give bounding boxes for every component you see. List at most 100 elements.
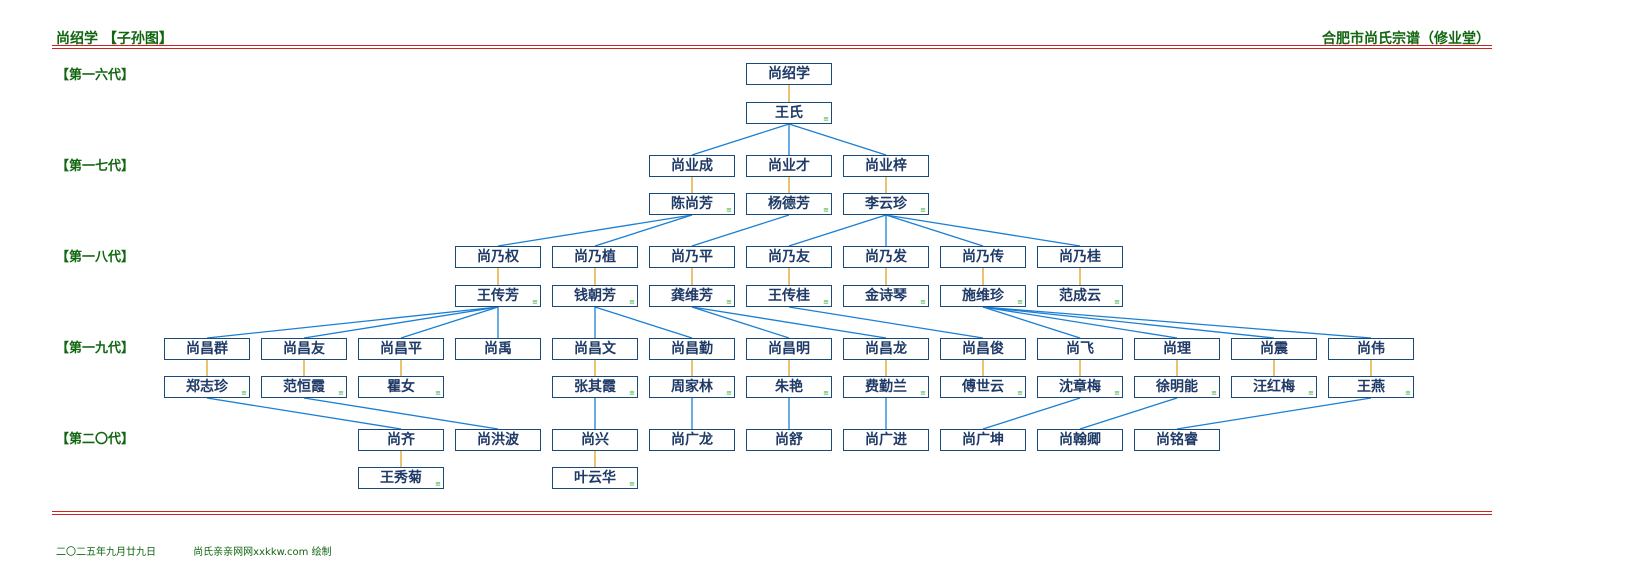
spouse-mark-icon: ≡ [726,298,732,306]
spouse-box[interactable]: 汪红梅≡ [1231,376,1317,398]
generation-label-19: 【第一九代】 [56,341,135,356]
descent-link [982,397,1081,430]
person-name: 尚业梓 [865,158,907,174]
spouse-box[interactable]: 施维珍≡ [940,285,1026,307]
descent-link [788,214,887,247]
spouse-box[interactable]: 王传芳≡ [455,285,541,307]
spouse-box[interactable]: 张其霞≡ [552,376,638,398]
descent-link [206,397,402,430]
footer-rule-bottom [52,514,1492,515]
person-name: 尚洪波 [477,432,519,448]
person-box[interactable]: 尚齐 [358,429,444,451]
person-box[interactable]: 尚昌俊 [940,338,1026,360]
person-name: 王传桂 [768,288,810,304]
person-name: 王氏 [775,105,803,121]
spouse-box[interactable]: 范成云≡ [1037,285,1123,307]
footer-rule-top [52,511,1492,512]
person-box[interactable]: 尚飞 [1037,338,1123,360]
spouse-box[interactable]: 钱朝芳≡ [552,285,638,307]
person-box[interactable]: 尚广龙 [649,429,735,451]
person-name: 陈尚芳 [671,196,713,212]
person-box[interactable]: 尚昌平 [358,338,444,360]
spouse-mark-icon: ≡ [726,389,732,397]
person-box[interactable]: 尚昌明 [746,338,832,360]
spouse-box[interactable]: 朱艳≡ [746,376,832,398]
person-box[interactable]: 尚乃桂 [1037,246,1123,268]
genealogy-title: 合肥市尚氏宗谱（修业堂） [1322,31,1490,47]
person-box[interactable]: 尚昌文 [552,338,638,360]
person-box[interactable]: 尚广进 [843,429,929,451]
person-name: 尚齐 [387,432,415,448]
person-box[interactable]: 尚乃植 [552,246,638,268]
person-name: 瞿女 [387,379,415,395]
descent-link [691,306,887,339]
spouse-box[interactable]: 陈尚芳≡ [649,193,735,215]
spouse-box[interactable]: 杨德芳≡ [746,193,832,215]
spouse-box[interactable]: 龚维芳≡ [649,285,735,307]
person-box[interactable]: 尚翰卿 [1037,429,1123,451]
descent-link [206,306,499,339]
spouse-mark-icon: ≡ [823,298,829,306]
person-box[interactable]: 尚兴 [552,429,638,451]
spouse-box[interactable]: 叶云华≡ [552,467,638,489]
descent-link [982,306,1178,339]
spouse-box[interactable]: 王燕≡ [1328,376,1414,398]
person-box[interactable]: 尚洪波 [455,429,541,451]
person-box[interactable]: 尚乃平 [649,246,735,268]
person-name: 尚乃发 [865,249,907,265]
person-name: 尚业成 [671,158,713,174]
person-box[interactable]: 尚昌群 [164,338,250,360]
person-box[interactable]: 尚业才 [746,155,832,177]
spouse-box[interactable]: 傅世云≡ [940,376,1026,398]
person-name: 尚乃桂 [1059,249,1101,265]
spouse-mark-icon: ≡ [241,389,247,397]
descent-link [982,306,1372,339]
spouse-box[interactable]: 李云珍≡ [843,193,929,215]
spouse-box[interactable]: 王传桂 ≡ [746,285,832,307]
spouse-box[interactable]: 郑志珍≡ [164,376,250,398]
spouse-mark-icon: ≡ [920,298,926,306]
person-name: 尚翰卿 [1059,432,1101,448]
spouse-box[interactable]: 王氏≡ [746,102,832,124]
generation-label-17: 【第一七代】 [56,159,135,174]
footer: 二〇二五年九月廿九日 尚氏亲亲网网xxkkw.com 绘制 [56,543,366,558]
spouse-box[interactable]: 范恒霞≡ [261,376,347,398]
spouse-box[interactable]: 徐明能≡ [1134,376,1220,398]
person-box[interactable]: 尚震 [1231,338,1317,360]
spouse-mark-icon: ≡ [823,206,829,214]
spouse-mark-icon: ≡ [1017,389,1023,397]
descent-link [885,214,984,247]
descent-link [303,397,499,430]
person-box[interactable]: 尚昌勤 [649,338,735,360]
person-box[interactable]: 尚铭睿 [1134,429,1220,451]
person-name: 尚广坤 [962,432,1004,448]
person-box[interactable]: 尚舒 [746,429,832,451]
spouse-mark-icon: ≡ [338,389,344,397]
spouse-box[interactable]: 瞿女≡ [358,376,444,398]
spouse-box[interactable]: 费勤兰≡ [843,376,929,398]
person-name: 尚乃传 [962,249,1004,265]
person-name: 尚伟 [1357,341,1385,357]
person-box[interactable]: 尚广坤 [940,429,1026,451]
spouse-box[interactable]: 王秀菊≡ [358,467,444,489]
person-box[interactable]: 尚乃发 [843,246,929,268]
person-box[interactable]: 尚理 [1134,338,1220,360]
person-box[interactable]: 尚昌友 [261,338,347,360]
person-box[interactable]: 尚乃传 [940,246,1026,268]
descent-link [594,306,693,339]
person-box[interactable]: 尚乃友 [746,246,832,268]
person-box[interactable]: 尚伟 [1328,338,1414,360]
person-box[interactable]: 尚昌龙 [843,338,929,360]
spouse-box[interactable]: 沈章梅≡ [1037,376,1123,398]
generation-label-20: 【第二〇代】 [56,432,135,447]
person-box[interactable]: 尚禹 [455,338,541,360]
spouse-box[interactable]: 周家林≡ [649,376,735,398]
footer-credit: 尚氏亲亲网网xxkkw.com 绘制 [193,547,332,558]
person-box[interactable]: 尚业成 [649,155,735,177]
person-box[interactable]: 尚乃权 [455,246,541,268]
person-name: 尚昌龙 [865,341,907,357]
spouse-box[interactable]: 金诗琴≡ [843,285,929,307]
person-name: 尚广进 [865,432,907,448]
person-box[interactable]: 尚绍学 [746,63,832,85]
person-box[interactable]: 尚业梓 [843,155,929,177]
